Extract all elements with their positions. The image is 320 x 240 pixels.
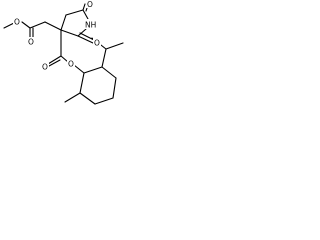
bond-ester-c-o-double-b [48, 59, 61, 67]
bond-iso-3 [105, 42, 124, 50]
bond-ring-c-cq [60, 29, 79, 37]
bond-cy-4 [94, 97, 114, 105]
bond-imide-o-top-a [82, 3, 86, 11]
bond-methyl-o [3, 22, 15, 29]
bond-imide-o-right-a [77, 35, 94, 44]
bond-ring-cq-c [60, 14, 67, 31]
bond-cy-6 [79, 72, 85, 94]
bond-ester-c-o-double-a [47, 55, 62, 65]
bond-cy-5 [79, 92, 96, 105]
atom-ester-o-carbonyl: O [42, 63, 48, 72]
bond-ring-c-c [65, 9, 84, 16]
bond-ring-c-nh [82, 9, 89, 20]
atom-o-carbonyl: O [28, 38, 34, 47]
bond-o-ring [73, 64, 85, 74]
structure-canvas: O O NH O O O O [0, 0, 130, 145]
atom-labels: O O NH O O O O [13, 0, 101, 72]
bond-ring-nh-c [77, 28, 87, 37]
bonds [3, 3, 124, 105]
atom-ester-o-link: O [68, 60, 74, 69]
molecule-diagram: O O NH O O O O [3, 0, 124, 105]
atom-imide-o-top: O [87, 0, 93, 9]
atom-imide-nh: NH [85, 21, 96, 30]
atom-imide-o-right: O [94, 39, 100, 48]
bond-iso-1 [101, 48, 107, 68]
bond-carbonyl-ch2 [29, 21, 46, 29]
bond-cy-1 [83, 66, 103, 74]
bond-methyl-ring [64, 92, 81, 103]
bond-imide-o-right-b [79, 32, 95, 41]
bond-cy-2 [101, 66, 117, 79]
bond-ch2-quaternary [44, 21, 62, 31]
atom-o-methoxy: O [14, 18, 20, 27]
bond-ester-c-o-link [60, 55, 69, 63]
bond-o-carbonyl [21, 21, 31, 29]
bond-cy-3 [112, 77, 117, 99]
